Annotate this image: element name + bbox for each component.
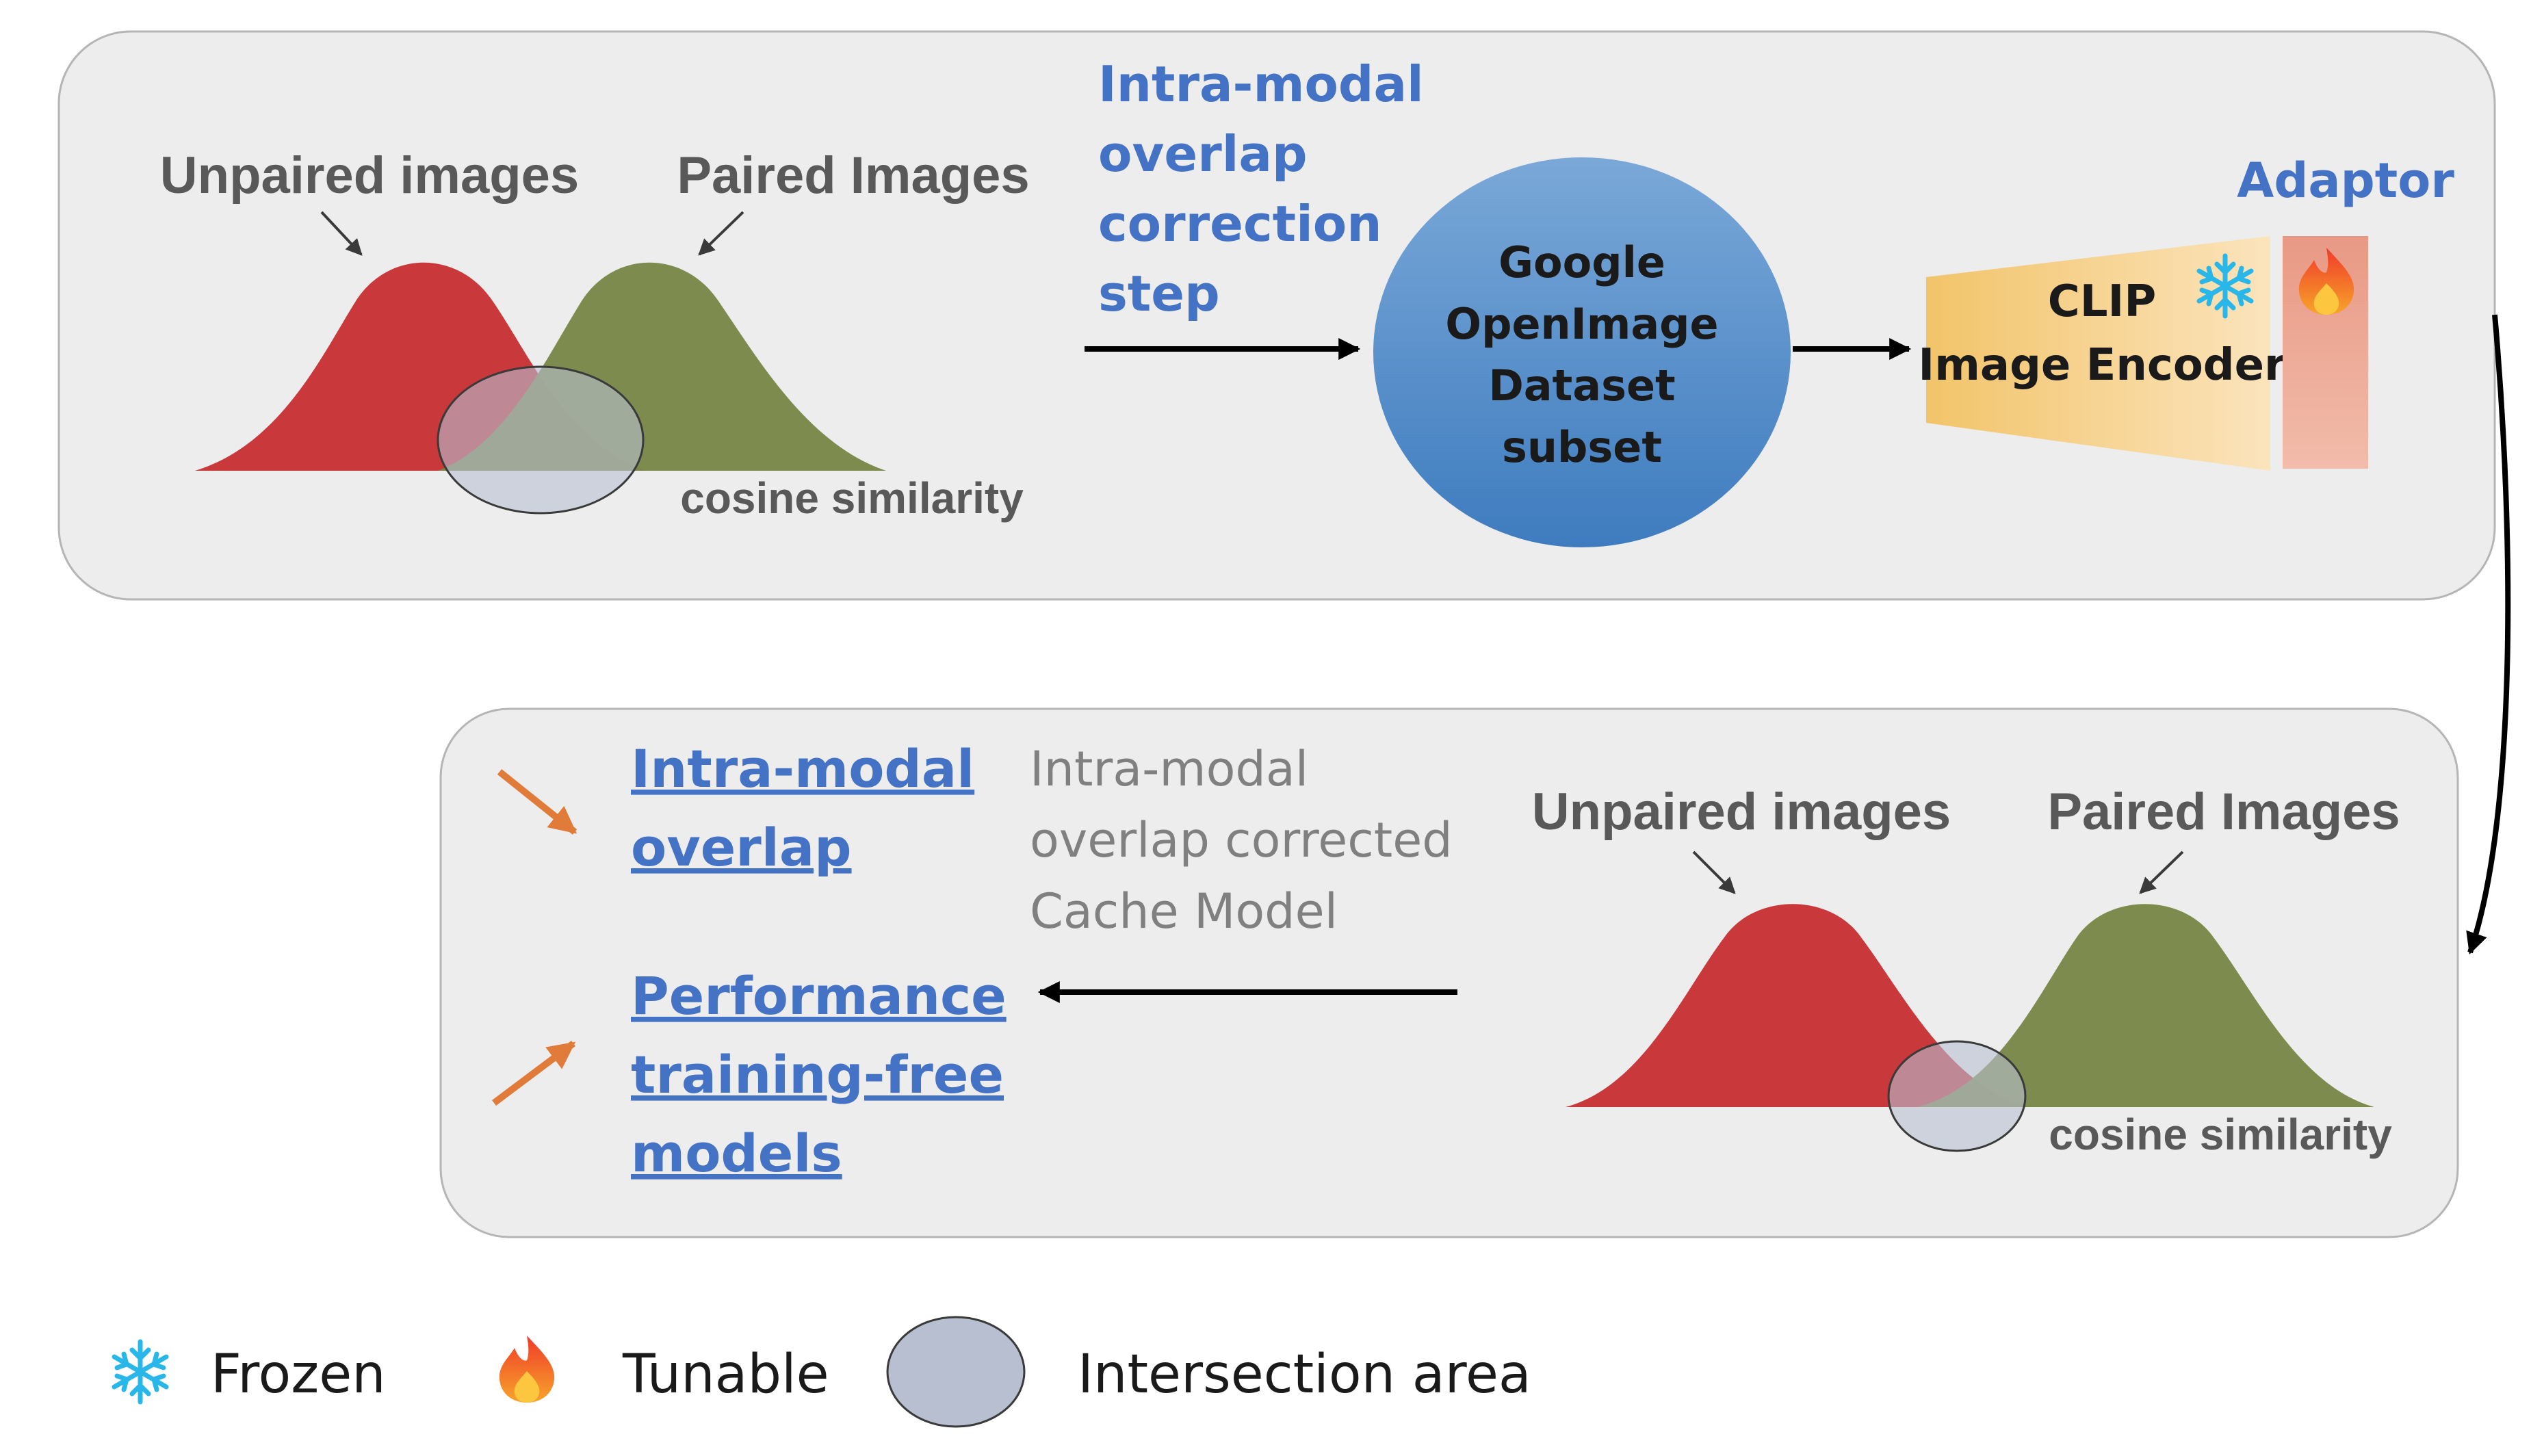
adaptor-label: Adaptor (2237, 153, 2454, 209)
performance-increase-arrow-icon (492, 1041, 576, 1106)
svg-text:training-free: training-free (631, 1044, 1004, 1105)
bottom-paired-label: Paired Images (2047, 783, 2400, 841)
svg-text:Intra-modal: Intra-modal (1030, 741, 1308, 797)
svg-text:Intra-modal: Intra-modal (631, 738, 974, 799)
svg-text:OpenImage: OpenImage (1445, 299, 1718, 349)
legend-intersection-label: Intersection area (1078, 1344, 1531, 1405)
bottom-intersection-area (1887, 1040, 2027, 1152)
legend-flame-icon (499, 1336, 555, 1403)
legend: Frozen Tunable Intersection area (114, 1316, 1531, 1428)
top-unpaired-label: Unpaired images (160, 146, 579, 205)
top-paired-label: Paired Images (677, 146, 1029, 205)
dataset-circle (1373, 157, 1791, 547)
legend-intersection-icon (886, 1316, 1026, 1428)
top-paired-pointer (698, 211, 744, 256)
svg-text:Image Encoder: Image Encoder (1918, 340, 2286, 391)
svg-text:CLIP: CLIP (2048, 276, 2156, 327)
top-step-label: Intra-modal overlap correction step (1098, 55, 1424, 322)
legend-frozen-label: Frozen (211, 1344, 386, 1405)
top-intersection-area (437, 365, 645, 515)
bottom-unpaired-pointer (1692, 850, 1736, 894)
encoder-label: CLIP Image Encoder (1918, 276, 2286, 391)
bottom-cosine-label: cosine similarity (2049, 1110, 2392, 1159)
svg-text:subset: subset (1502, 422, 1662, 472)
legend-snowflake-icon (114, 1342, 166, 1402)
panel-connector-arrow (2466, 314, 2511, 955)
clip-image-encoder (1926, 236, 2270, 471)
dataset-label: Google OpenImage Dataset subset (1445, 237, 1718, 472)
legend-tunable-label: Tunable (622, 1344, 829, 1405)
svg-text:overlap: overlap (1098, 125, 1308, 183)
svg-text:step: step (1098, 265, 1220, 322)
top-panel: Unpaired images Paired Images cosine sim… (57, 30, 2496, 601)
svg-text:overlap: overlap (631, 817, 852, 878)
svg-text:models: models (631, 1123, 842, 1184)
bottom-unpaired-label: Unpaired images (1532, 783, 1951, 841)
svg-text:correction: correction (1098, 195, 1382, 252)
top-unpaired-pointer (320, 211, 363, 256)
svg-text:Google: Google (1498, 237, 1665, 287)
adaptor-block (2283, 236, 2368, 469)
bottom-paired-pointer (2139, 850, 2184, 894)
svg-text:Intra-modal: Intra-modal (1098, 55, 1424, 113)
svg-text:overlap corrected: overlap corrected (1030, 812, 1453, 868)
bottom-panel: Intra-modal overlap Performance training… (439, 707, 2459, 1238)
outcome-overlap-label: Intra-modal overlap (631, 738, 974, 878)
top-cosine-label: cosine similarity (680, 473, 1024, 523)
svg-text:Cache Model: Cache Model (1030, 883, 1338, 939)
bottom-paired-distribution (1917, 904, 2374, 1107)
svg-text:Dataset: Dataset (1488, 361, 1675, 411)
outcome-performance-label: Performance training-free models (631, 965, 1007, 1184)
overlap-decrease-arrow-icon (497, 769, 577, 835)
svg-text:Performance: Performance (631, 965, 1007, 1026)
cache-model-label: Intra-modal overlap corrected Cache Mode… (1030, 741, 1453, 939)
